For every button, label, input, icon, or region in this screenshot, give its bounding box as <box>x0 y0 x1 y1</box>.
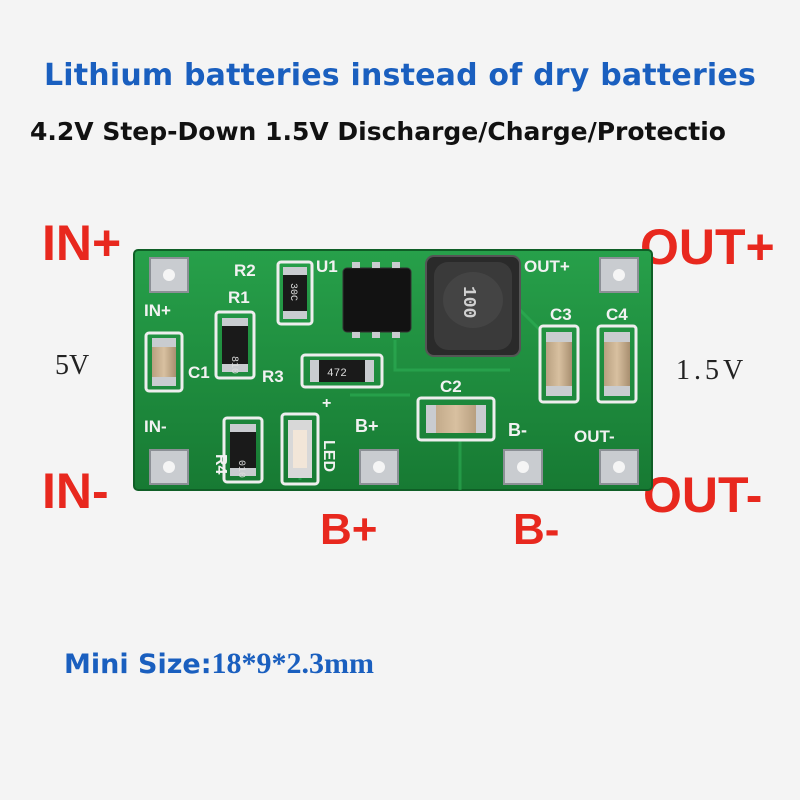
resistor-r3 <box>300 353 384 389</box>
silk-c2: C2 <box>440 377 462 396</box>
silk-r1: R1 <box>228 288 250 307</box>
pad-b-minus <box>503 449 543 485</box>
output-voltage: 1.5V <box>676 355 748 386</box>
silk-led: LED <box>320 440 337 472</box>
code-r4: 010 <box>235 460 246 478</box>
subheadline: 4.2V Step-Down 1.5V Discharge/Charge/Pro… <box>30 117 726 146</box>
capacitor-c4 <box>596 324 638 404</box>
capacitor-c3 <box>538 324 580 404</box>
code-inductor: 100 <box>458 286 478 318</box>
silk-out-minus: OUT- <box>574 427 615 446</box>
input-voltage: 5V <box>55 350 90 381</box>
b-minus-label: B- <box>513 505 560 554</box>
capacitor-c2 <box>416 396 496 442</box>
size-spec: Mini Size:18*9*2.3mm <box>64 647 374 681</box>
silk-c4: C4 <box>606 305 628 324</box>
silk-u1: U1 <box>316 257 338 276</box>
resistor-r4 <box>222 416 264 484</box>
size-value: 18*9*2.3mm <box>211 647 375 680</box>
code-r1: 810 <box>228 356 239 374</box>
silk-out-plus: OUT+ <box>524 257 570 276</box>
silk-c1: C1 <box>188 363 210 382</box>
led <box>280 412 320 486</box>
out-plus-label: OUT+ <box>640 219 775 275</box>
pads <box>149 257 639 485</box>
code-r2: 30C <box>287 283 298 301</box>
silk-r2: R2 <box>234 261 256 280</box>
silk-r3: R3 <box>262 367 284 386</box>
out-minus-label: OUT- <box>643 467 763 523</box>
silk-c3: C3 <box>550 305 572 324</box>
code-r3: 472 <box>327 368 347 380</box>
silk-plus-mark: + <box>322 395 331 412</box>
in-plus-label: IN+ <box>42 215 122 271</box>
input-capacitor <box>144 331 184 393</box>
resistor-r2 <box>276 260 314 326</box>
ic-u1 <box>342 267 412 333</box>
resistor-r1 <box>214 310 256 380</box>
size-label: Mini Size: <box>64 649 212 680</box>
in-minus-label: IN- <box>42 463 109 519</box>
silk-b-minus: B- <box>508 420 527 440</box>
headline: Lithium batteries instead of dry batteri… <box>43 58 757 93</box>
silk-in-minus: IN- <box>144 417 167 436</box>
silk-in-plus: IN+ <box>144 301 171 320</box>
b-plus-label: B+ <box>320 505 378 554</box>
silk-r4: R4 <box>212 454 229 475</box>
silk-b-plus: B+ <box>355 416 379 436</box>
